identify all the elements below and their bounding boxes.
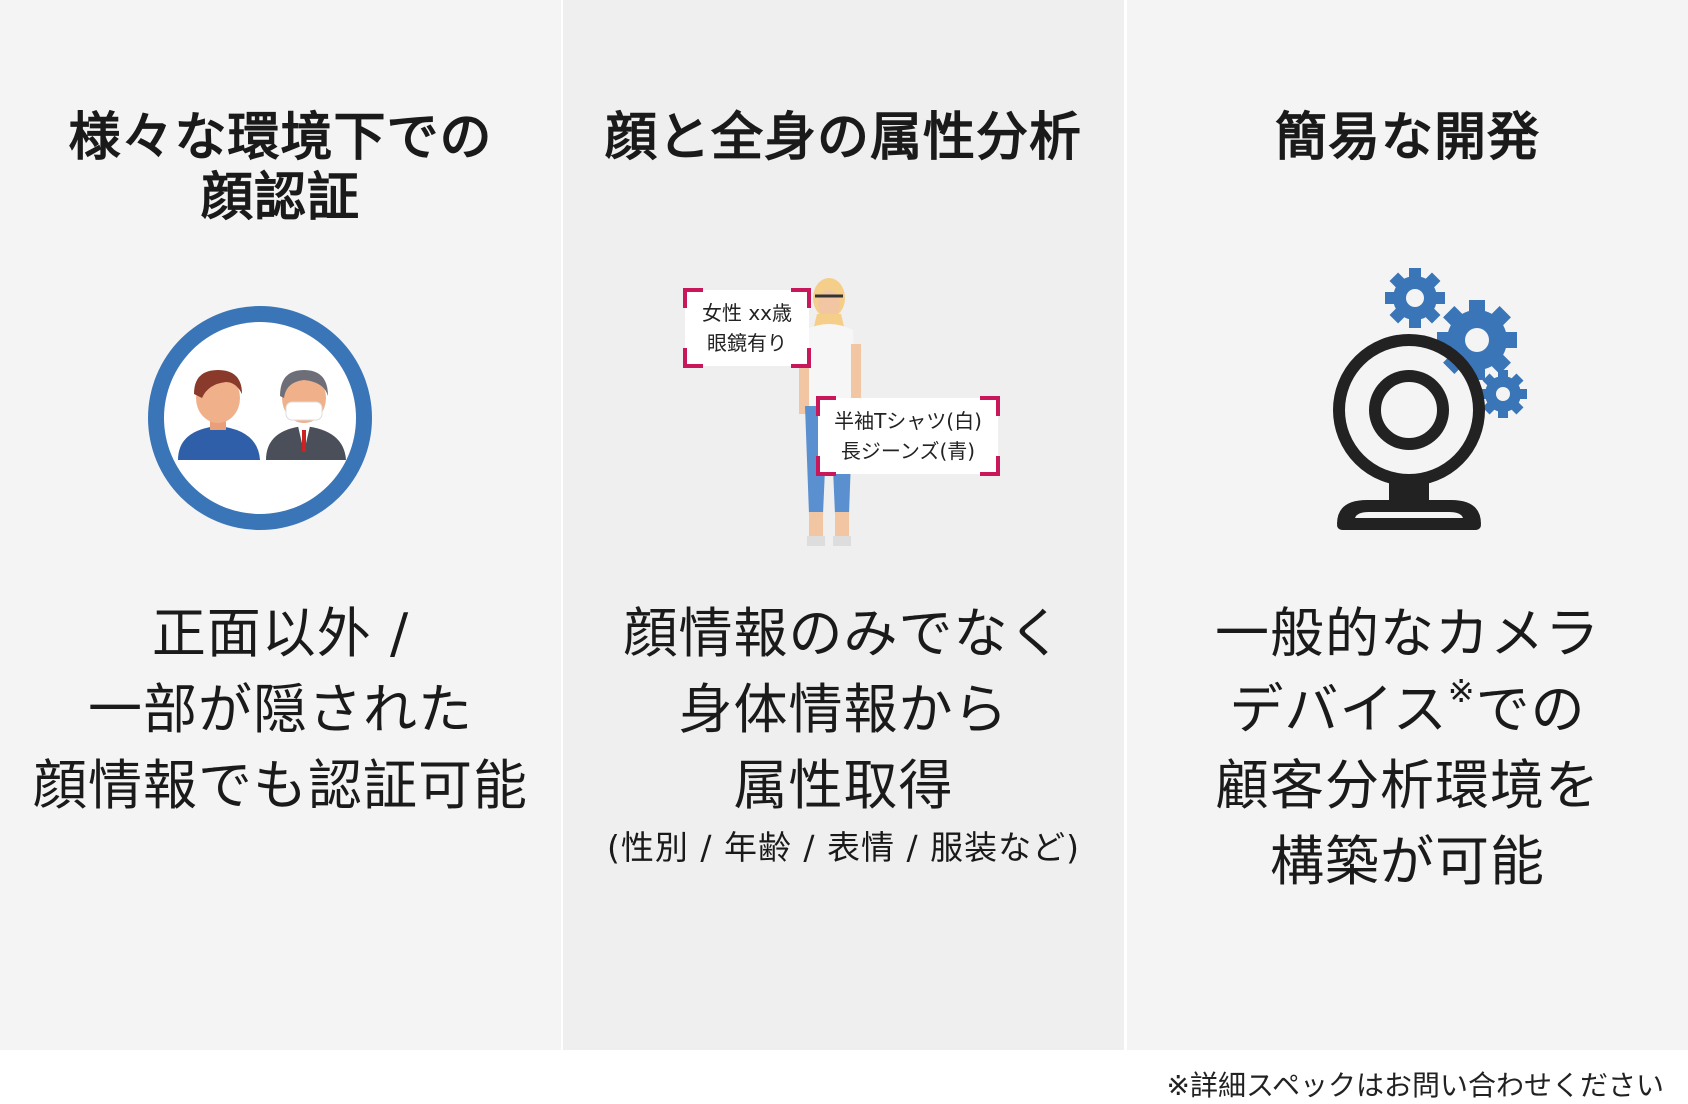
desc-line: 顧客分析環境を bbox=[1215, 754, 1600, 817]
tag-line: 半袖Tシャツ(白) bbox=[834, 409, 982, 433]
desc-line: 属性取得 bbox=[733, 754, 954, 817]
feature-panel-face-recognition: 様々な環境下での 顔認証 正面以外 / 一部が隠された 顔情報でも認証可能 bbox=[0, 0, 561, 1050]
desc-line: 身体情報から bbox=[678, 678, 1009, 741]
footnote-mark: ※ bbox=[1447, 672, 1476, 710]
webcam-gear-icon bbox=[1333, 268, 1527, 530]
tag-line: 眼鏡有り bbox=[707, 331, 787, 355]
panel-title: 簡易な開発 bbox=[1127, 108, 1688, 168]
desc-line: デバイス※での bbox=[1127, 672, 1688, 748]
tag-line: 女性 xx歳 bbox=[701, 301, 793, 325]
panel-description: 正面以外 / 一部が隠された 顔情報でも認証可能 bbox=[0, 596, 561, 824]
desc-line-part: デバイス bbox=[1229, 678, 1448, 741]
desc-line: 一部が隠された bbox=[88, 678, 473, 741]
panel-title-line: 簡易な開発 bbox=[1274, 108, 1540, 168]
attribute-tag-body: 半袖Tシャツ(白) 長ジーンズ(青) bbox=[816, 396, 1000, 476]
panel-title-line: 顔認証 bbox=[200, 168, 360, 228]
attribute-tag-face: 女性 xx歳 眼鏡有り bbox=[683, 288, 811, 368]
desc-subnote: (性別 / 年齢 / 表情 / 服装など) bbox=[606, 828, 1081, 867]
panel-title-line: 顔と全身の属性分析 bbox=[604, 108, 1082, 168]
panel-title-line: 様々な環境下での bbox=[68, 108, 493, 168]
panel-title: 様々な環境下での 顔認証 bbox=[0, 108, 561, 228]
desc-line: 一般的なカメラ bbox=[1215, 602, 1600, 665]
panel-description: 顔情報のみでなく 身体情報から 属性取得 (性別 / 年齢 / 表情 / 服装な… bbox=[563, 596, 1124, 870]
feature-panel-attribute-analysis: 顔と全身の属性分析 女性 xx歳 眼鏡有り 半袖Tシャツ(白) 長ジーンズ(青)… bbox=[563, 0, 1124, 1050]
footnote: ※詳細スペックはお問い合わせください bbox=[1166, 1069, 1664, 1102]
desc-line: 正面以外 / bbox=[151, 602, 410, 665]
desc-line-part: での bbox=[1475, 678, 1586, 741]
tag-line: 長ジーンズ(青) bbox=[840, 439, 976, 463]
desc-line: 顔情報でも認証可能 bbox=[33, 754, 528, 817]
panel-title: 顔と全身の属性分析 bbox=[563, 108, 1124, 168]
desc-line: 構築が可能 bbox=[1270, 830, 1545, 893]
desc-line: 顔情報のみでなく bbox=[623, 602, 1064, 665]
feature-panel-easy-development: 簡易な開発 bbox=[1127, 0, 1688, 1050]
face-recognition-icon bbox=[148, 306, 372, 530]
panel-description: 一般的なカメラ デバイス※での 顧客分析環境を 構築が可能 bbox=[1127, 596, 1688, 900]
